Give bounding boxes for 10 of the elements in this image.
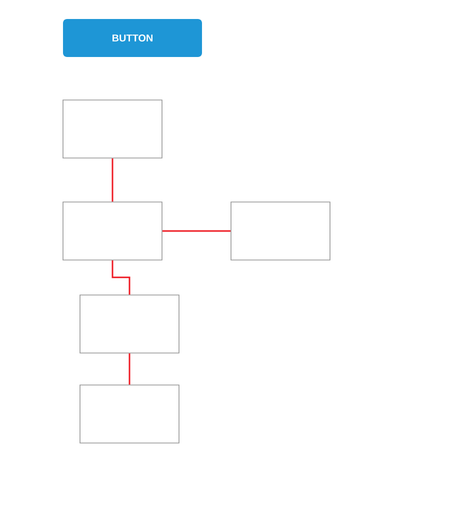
empty-box <box>80 384 180 444</box>
empty-box <box>80 294 180 354</box>
connector-line <box>112 158 114 202</box>
connector-line <box>162 230 231 232</box>
empty-box <box>62 202 162 260</box>
button: BUTTON <box>63 19 202 57</box>
empty-box <box>230 202 330 260</box>
connector-line <box>112 260 130 295</box>
connector-line <box>128 353 130 385</box>
empty-box <box>62 100 162 158</box>
